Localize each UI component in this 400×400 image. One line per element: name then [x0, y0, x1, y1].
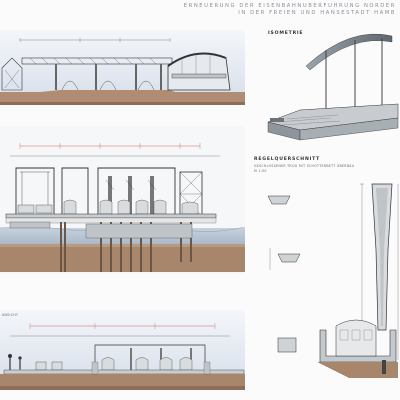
- regular-cross-section: [267, 183, 399, 379]
- regelquerschnitt-scale: M 1:50: [254, 169, 267, 173]
- sheet-title-line-1: ERNEUERUNG DER EISENBAHNÜBERFÜHRUNG NORD…: [183, 3, 396, 9]
- sheet-title-line-2: IN DER FREIEN UND HANSESTADT HAMB: [238, 10, 396, 16]
- regelquerschnitt-label: REGELQUERSCHNITT: [254, 157, 321, 162]
- bottom-elevation: [0, 310, 245, 390]
- regelquerschnitt-subtitle: GESCHLOSSENER TROG MIT SCHOTTERBETT ÜBER…: [254, 164, 355, 168]
- middle-section: [0, 126, 246, 274]
- top-elevation: [0, 30, 245, 105]
- sheet-title: ERNEUERUNG DER EISENBAHNÜBERFÜHRUNG NORD…: [146, 3, 396, 17]
- isometric-view: [267, 33, 399, 141]
- lower-elevation-label: ANSICHT: [2, 313, 19, 317]
- isometrie-label: ISOMETRIE: [268, 31, 304, 36]
